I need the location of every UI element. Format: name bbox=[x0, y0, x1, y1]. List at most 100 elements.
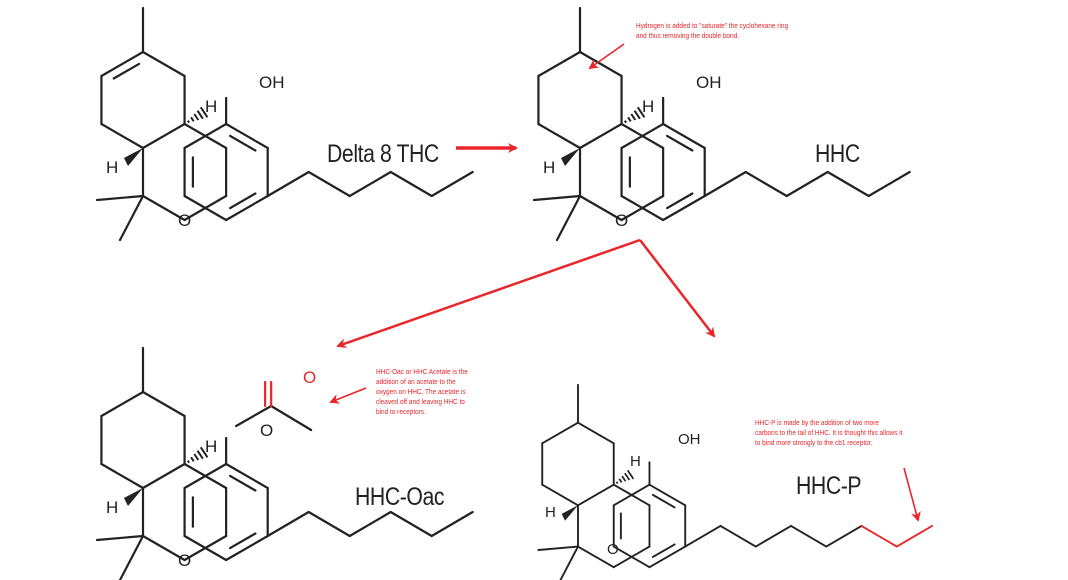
bond bbox=[183, 534, 228, 562]
hashed-bond bbox=[627, 116, 632, 122]
bond bbox=[612, 483, 651, 507]
hashed-bond bbox=[636, 106, 646, 118]
bond bbox=[348, 510, 392, 538]
hashed-bond bbox=[199, 106, 209, 118]
molecule-label-hhc-p: HHC-P bbox=[796, 472, 862, 500]
bond bbox=[651, 543, 676, 558]
atom-hydrogen: H bbox=[106, 158, 119, 177]
atom-oxygen: O bbox=[178, 211, 192, 230]
molecule-label-hhc-oac: HHC-Oac bbox=[355, 483, 445, 511]
bond bbox=[100, 122, 145, 150]
bond bbox=[662, 122, 706, 150]
arrow-hhc-to-hhc-oac bbox=[336, 238, 641, 349]
atom-carbonyl-oxygen: O bbox=[303, 368, 317, 387]
bond bbox=[389, 510, 433, 538]
hashed-bond bbox=[630, 113, 637, 121]
bond bbox=[577, 545, 615, 569]
molecule-delta8-thc bbox=[95, 6, 474, 242]
hashed-bond bbox=[193, 113, 200, 121]
atom-oxygen: O bbox=[607, 541, 619, 558]
pointer-hhc-oac-note bbox=[329, 387, 367, 404]
atom-hydrogen: H bbox=[543, 158, 556, 177]
bond bbox=[307, 170, 351, 198]
bond bbox=[662, 194, 706, 222]
hashed-bond bbox=[626, 469, 635, 480]
bond bbox=[825, 524, 863, 548]
bond bbox=[225, 462, 269, 490]
bond bbox=[183, 462, 228, 490]
bond bbox=[532, 194, 582, 202]
bond bbox=[141, 534, 186, 562]
bond bbox=[95, 534, 145, 542]
bond bbox=[141, 462, 186, 490]
hashed-bond bbox=[190, 116, 195, 122]
molecule-hhc-oac bbox=[95, 346, 474, 580]
bond bbox=[620, 194, 665, 222]
bond bbox=[666, 134, 694, 152]
bond bbox=[612, 545, 651, 569]
bond bbox=[537, 122, 582, 150]
bond bbox=[578, 122, 623, 150]
bond bbox=[430, 170, 474, 198]
hashed-bond bbox=[199, 446, 209, 458]
bond bbox=[703, 170, 747, 198]
bond bbox=[578, 50, 623, 78]
bond bbox=[270, 404, 313, 432]
note-hhc-oac: HHC-Oac or HHC Acetate is the addition o… bbox=[376, 367, 468, 416]
bond bbox=[578, 194, 623, 222]
bond bbox=[141, 50, 186, 78]
bond bbox=[430, 510, 474, 538]
bond bbox=[577, 421, 615, 445]
bond bbox=[141, 194, 186, 222]
atom-hydrogen: H bbox=[106, 498, 119, 517]
bond bbox=[266, 510, 310, 538]
wedge-bond bbox=[124, 488, 143, 506]
pointer-hhc-p-note bbox=[903, 467, 921, 522]
bond bbox=[100, 390, 145, 418]
hashed-bond bbox=[615, 481, 619, 484]
hashed-bond bbox=[618, 478, 623, 483]
molecule-label-delta8thc: Delta 8 THC bbox=[327, 140, 439, 168]
bond bbox=[541, 421, 579, 445]
bond bbox=[537, 545, 579, 551]
hashed-bond bbox=[186, 460, 190, 464]
bond bbox=[141, 390, 186, 418]
atom-hydrogen: H bbox=[545, 504, 556, 521]
atom-hydrogen: H bbox=[642, 97, 655, 116]
molecule-hhc-p bbox=[537, 383, 933, 580]
wedge-bond bbox=[124, 148, 143, 166]
bond bbox=[112, 62, 141, 80]
note-hhc: Hydrogen is added to "saturate" the cycl… bbox=[636, 21, 789, 40]
bond bbox=[225, 194, 269, 222]
bond bbox=[183, 194, 228, 222]
bond bbox=[141, 122, 186, 150]
bond bbox=[860, 524, 898, 548]
bond bbox=[537, 50, 582, 78]
bond bbox=[307, 510, 351, 538]
bond bbox=[648, 545, 687, 569]
atom-hydrogen: H bbox=[630, 453, 641, 470]
atom-oh: OH bbox=[678, 431, 701, 448]
note-hhc-p: HHC-P is made by the addition of two mor… bbox=[755, 418, 903, 447]
atom-hydrogen: H bbox=[205, 437, 218, 456]
hashed-bond bbox=[621, 475, 627, 482]
bond bbox=[100, 462, 145, 490]
hashed-bond bbox=[624, 472, 631, 481]
bond bbox=[229, 474, 257, 492]
hashed-bond bbox=[193, 453, 200, 461]
molecule-hhc bbox=[532, 6, 911, 242]
pointer-hhc-note bbox=[588, 43, 625, 70]
bond bbox=[229, 134, 257, 152]
bond bbox=[555, 194, 582, 242]
bond bbox=[229, 192, 257, 210]
atom-hydrogen: H bbox=[205, 97, 218, 116]
bond bbox=[719, 524, 757, 548]
bond bbox=[648, 483, 687, 507]
wedge-bond bbox=[561, 148, 580, 166]
bond bbox=[348, 170, 392, 198]
bond bbox=[235, 404, 273, 428]
wedge-bond bbox=[561, 505, 578, 521]
bond bbox=[541, 483, 579, 507]
